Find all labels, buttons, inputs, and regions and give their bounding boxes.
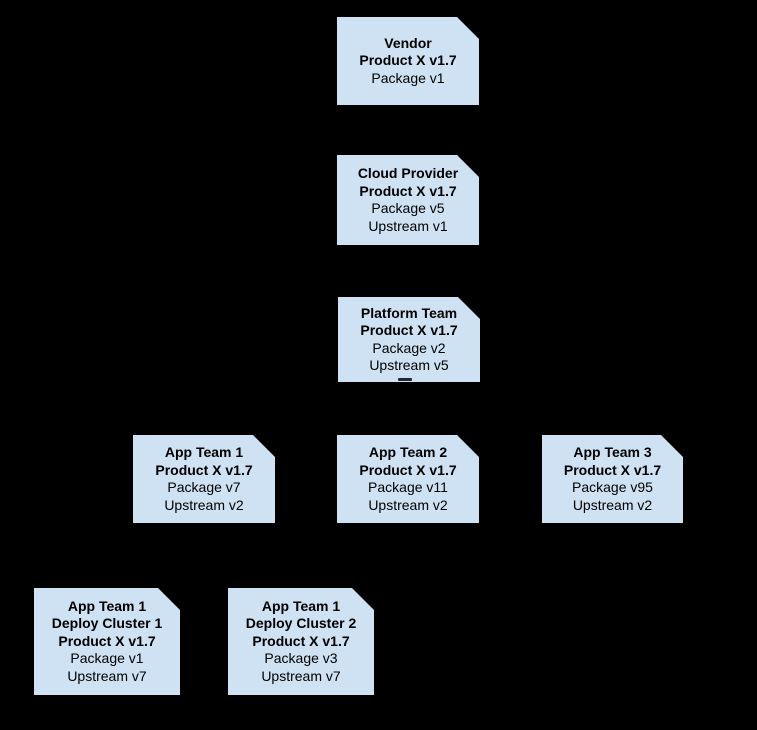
node-detail-line: Package v11 bbox=[368, 479, 448, 495]
node-detail-line: Upstream v7 bbox=[261, 667, 341, 684]
node-title-line: App Team 1 bbox=[67, 597, 147, 614]
node-detail-line: Upstream v2 bbox=[368, 496, 448, 513]
clipped-text-artifact bbox=[398, 378, 412, 381]
node-app-team-1-deploy-cluster-2[interactable]: App Team 1 Deploy Cluster 2 Product X v1… bbox=[228, 588, 374, 695]
node-detail-line: Package v5 bbox=[371, 200, 445, 216]
node-detail-line: Upstream v5 bbox=[369, 357, 449, 373]
node-detail-line: Upstream v7 bbox=[67, 667, 147, 684]
node-detail-line: Package v1 bbox=[371, 69, 445, 86]
node-title-line: App Team 3 bbox=[573, 444, 652, 460]
node-title-line: Product X v1.7 bbox=[58, 632, 156, 649]
node-detail-line: Package v95 bbox=[572, 479, 653, 495]
node-title-line: Product X v1.7 bbox=[252, 632, 350, 649]
node-detail-line: Upstream v2 bbox=[164, 496, 244, 513]
node-title-line: Product X v1.7 bbox=[360, 322, 458, 338]
node-title-line: Product X v1.7 bbox=[359, 52, 457, 69]
node-detail-line: Package v2 bbox=[372, 339, 446, 356]
node-cloud-provider[interactable]: Cloud Provider Product X v1.7 Package v5… bbox=[337, 155, 479, 245]
node-app-team-3[interactable]: App Team 3 Product X v1.7 Package v95 Up… bbox=[542, 435, 683, 523]
node-title-line: Product X v1.7 bbox=[359, 461, 457, 478]
node-title-line: App Team 2 bbox=[368, 444, 448, 460]
node-platform-team[interactable]: Platform Team Product X v1.7 Package v2 … bbox=[338, 297, 480, 382]
node-app-team-1[interactable]: App Team 1 Product X v1.7 Package v7 Ups… bbox=[133, 435, 275, 523]
node-title-line: Cloud Provider bbox=[357, 165, 459, 181]
node-title-line: Product X v1.7 bbox=[563, 461, 662, 478]
node-title-line: App Team 1 bbox=[261, 597, 341, 614]
node-detail-line: Package v3 bbox=[264, 650, 338, 667]
node-detail-line: Package v7 bbox=[167, 479, 241, 495]
node-app-team-1-deploy-cluster-1[interactable]: App Team 1 Deploy Cluster 1 Product X v1… bbox=[34, 588, 180, 695]
node-title-line: App Team 1 bbox=[164, 444, 244, 460]
node-vendor[interactable]: Vendor Product X v1.7 Package v1 bbox=[337, 17, 479, 105]
node-app-team-2[interactable]: App Team 2 Product X v1.7 Package v11 Up… bbox=[337, 435, 479, 523]
node-title-line: Platform Team bbox=[360, 304, 458, 321]
node-title-line: Product X v1.7 bbox=[155, 461, 253, 478]
node-title-line: Vendor bbox=[384, 34, 432, 51]
node-detail-line: Upstream v1 bbox=[368, 217, 448, 234]
node-title-line: Product X v1.7 bbox=[359, 182, 457, 199]
node-title-line: Deploy Cluster 1 bbox=[51, 615, 163, 632]
node-detail-line: Package v1 bbox=[70, 650, 144, 667]
node-title-line: Deploy Cluster 2 bbox=[245, 615, 357, 632]
node-detail-line: Upstream v2 bbox=[572, 496, 653, 513]
